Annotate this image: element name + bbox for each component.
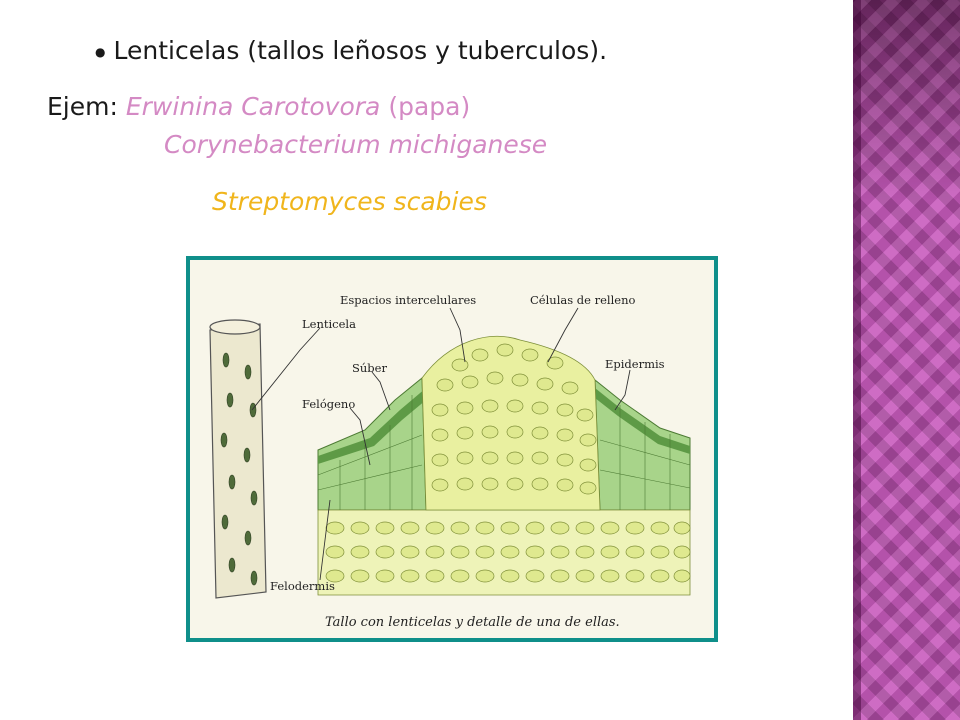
- lenticel-illustration: Lenticela Súber Felógeno Felodermis Espa…: [186, 256, 718, 642]
- label-suber: Súber: [352, 361, 387, 375]
- stem-drawing: [209, 319, 267, 599]
- bullet-dot-icon: ●: [95, 45, 106, 59]
- label-lenticela: Lenticela: [302, 317, 356, 331]
- label-epidermis: Epidermis: [605, 357, 665, 371]
- lenticel-diagram: Lenticela Súber Felógeno Felodermis Espa…: [209, 293, 691, 630]
- example-line: Ejem: Erwinina Carotovora (papa): [47, 92, 470, 121]
- ejem-prefix: Ejem:: [47, 92, 118, 121]
- bullet-text: Lenticelas (tallos leñosos y tuberculos)…: [113, 36, 608, 65]
- species-name-2: Corynebacterium michiganese: [164, 130, 548, 159]
- label-felogeno: Felógeno: [302, 397, 355, 411]
- species-name-3: Streptomyces scabies: [212, 187, 487, 216]
- bullet-item: ● Lenticelas (tallos leñosos y tuberculos…: [95, 36, 607, 65]
- leader-lines: [251, 307, 631, 581]
- species-note-1: (papa): [388, 92, 471, 121]
- label-espacios: Espacios intercelulares: [340, 293, 476, 307]
- label-felodermis: Felodermis: [270, 579, 335, 593]
- figure-caption: Tallo con lenticelas y detalle de una de…: [325, 615, 620, 630]
- tissue-section: [317, 336, 691, 596]
- species-name-1: Erwinina Carotovora: [125, 92, 381, 121]
- decorative-side-panel: [853, 0, 960, 720]
- label-celulas: Células de relleno: [530, 293, 635, 307]
